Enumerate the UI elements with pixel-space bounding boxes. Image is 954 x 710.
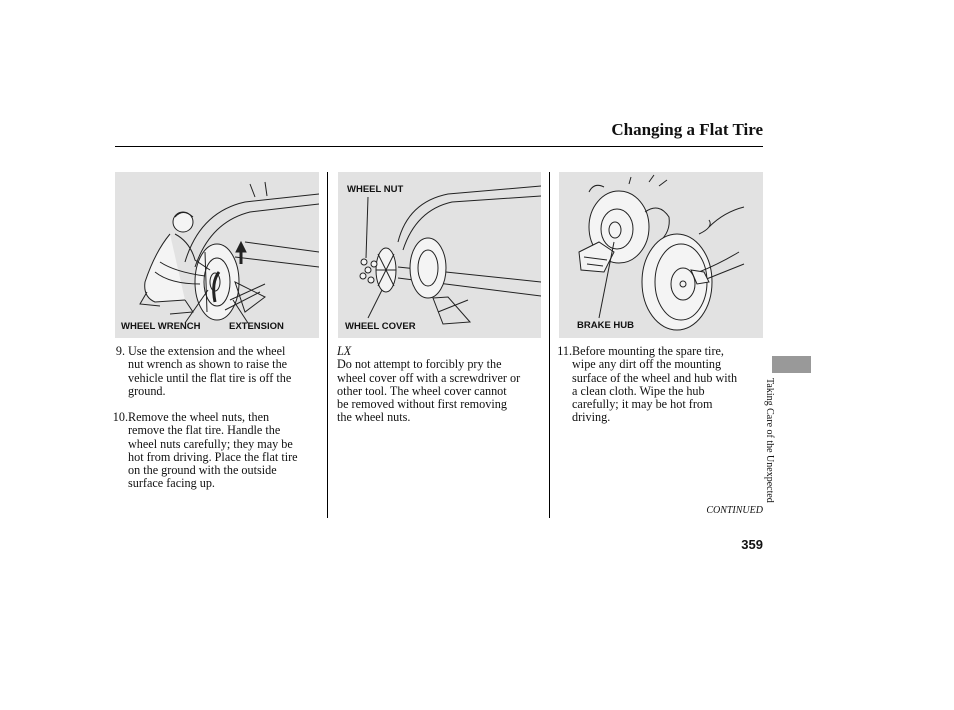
label-wheel-cover: WHEEL COVER: [345, 321, 416, 332]
step-9: 9. Use the extension and the wheel nut w…: [105, 344, 328, 405]
section-tab: [772, 356, 811, 373]
step-9-line: Use the extension and the wheel: [128, 344, 286, 358]
illustration-wheel-cover: WHEEL NUT WHEEL COVER: [338, 172, 541, 338]
step-11-line: Before mounting the spare tire,: [572, 344, 724, 358]
step-10-line: wheel nuts carefully; they may be: [128, 436, 293, 451]
jack-raising-drawing: [139, 181, 319, 324]
lx-line: be removed without first removing: [337, 397, 507, 412]
step-10-number: 10.: [112, 410, 128, 424]
column-divider-1: [327, 172, 328, 518]
step-11-line: surface of the wheel and hub with: [572, 370, 738, 385]
step-9-text: Use the extension and the wheel nut wren…: [128, 344, 328, 398]
step-11-number: 11.: [557, 344, 572, 358]
page-title: Changing a Flat Tire: [611, 120, 763, 139]
lx-note: LX Do not attempt to forcibly pry the wh…: [337, 344, 547, 425]
lx-line: Do not attempt to forcibly pry the: [337, 357, 502, 372]
step-9-line: nut wrench as shown to raise the: [128, 357, 288, 372]
step-9-number: 9.: [115, 344, 125, 358]
page-number: 359: [741, 537, 763, 552]
lx-line: other tool. The wheel cover cannot: [337, 383, 507, 398]
step-10-line: on the ground with the outside: [128, 463, 277, 478]
step-11: 11. Before mounting the spare tire, wipe…: [549, 344, 764, 430]
step-11-line: wipe any dirt off the mounting: [572, 357, 722, 372]
label-extension: EXTENSION: [229, 321, 284, 332]
illustration-jack-raising: WHEEL WRENCH EXTENSION: [115, 172, 319, 338]
illustration-brake-hub: BRAKE HUB: [559, 172, 763, 338]
step-10-line: Remove the wheel nuts, then: [128, 410, 270, 424]
wheel-cover-drawing: [359, 185, 541, 325]
label-brake-hub: BRAKE HUB: [577, 320, 634, 331]
label-wheel-nut: WHEEL NUT: [347, 184, 404, 195]
section-label-text: Taking Care of the Unexpected: [764, 378, 775, 503]
brake-hub-drawing: [578, 174, 745, 331]
step-11-line: carefully; it may be hot from: [572, 397, 713, 412]
lx-tag: LX: [337, 344, 352, 358]
column-divider-2: [549, 172, 550, 518]
step-10-line: hot from driving. Place the flat tire: [128, 449, 298, 464]
title-rule: [115, 146, 763, 147]
step-11-line: driving.: [572, 410, 611, 425]
step-10-text: Remove the wheel nuts, then remove the f…: [128, 410, 328, 491]
step-10: 10. Remove the wheel nuts, then remove t…: [105, 410, 328, 496]
step-9-line: ground.: [128, 383, 166, 398]
step-10-line: remove the flat tire. Handle the: [128, 423, 281, 438]
lx-line: the wheel nuts.: [337, 410, 411, 425]
lx-line: wheel cover off with a screwdriver or: [337, 370, 521, 385]
section-label: Taking Care of the Unexpected: [764, 378, 785, 538]
step-11-text: Before mounting the spare tire, wipe any…: [572, 344, 764, 425]
step-9-line: vehicle until the flat tire is off the: [128, 370, 292, 385]
step-10-line: surface facing up.: [128, 476, 215, 491]
continued-label: CONTINUED: [706, 505, 763, 516]
label-wheel-wrench: WHEEL WRENCH: [121, 321, 201, 332]
step-11-line: a clean cloth. Wipe the hub: [572, 383, 705, 398]
